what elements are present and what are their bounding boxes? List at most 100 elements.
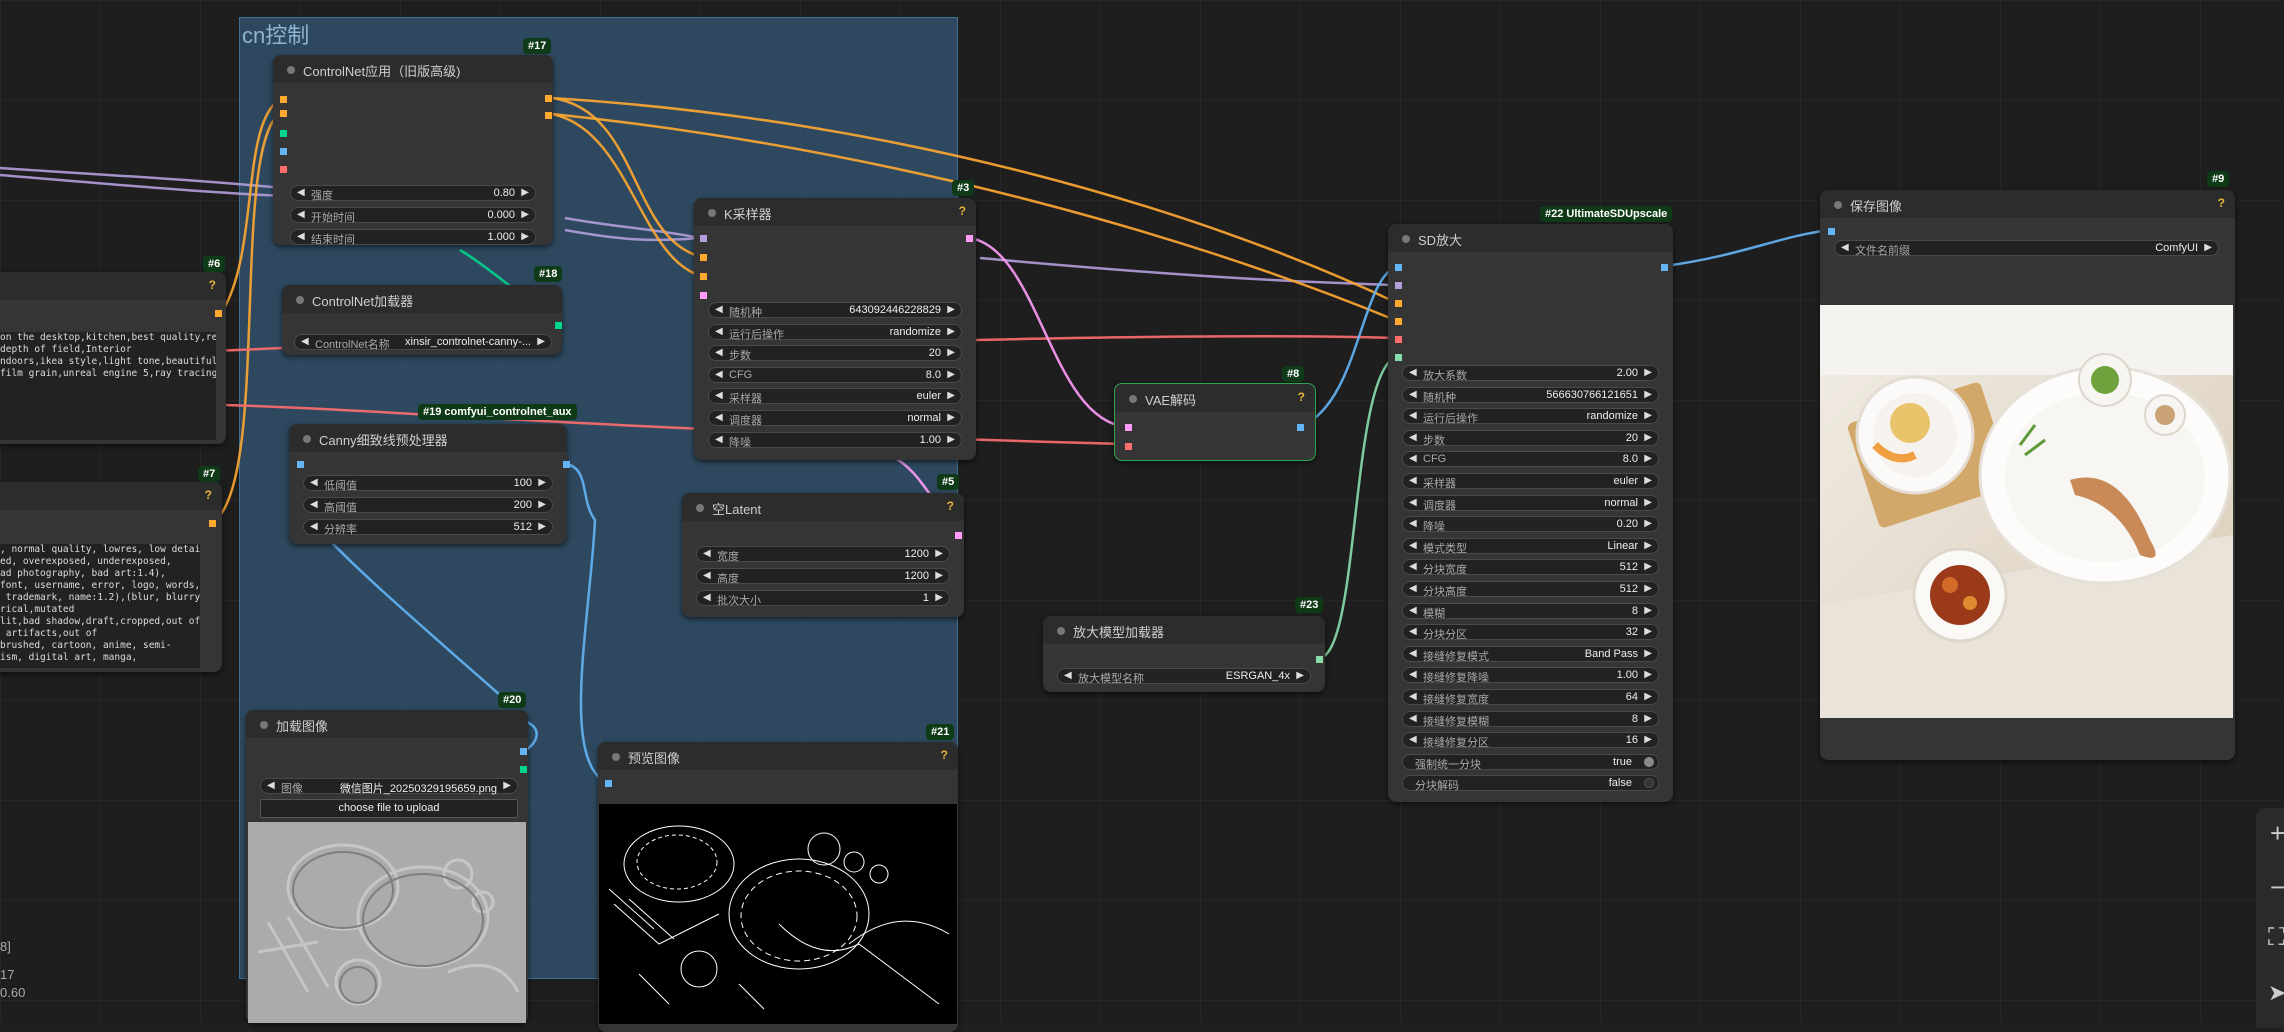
increment-arrow-icon[interactable]: ▶: [521, 187, 529, 198]
port-conditioning[interactable]: [700, 273, 707, 280]
decrement-arrow-icon[interactable]: ◀: [1409, 388, 1417, 400]
port-image[interactable]: [520, 748, 527, 755]
port-control-net[interactable]: [520, 766, 527, 773]
decrement-arrow-icon[interactable]: ◀: [310, 477, 318, 488]
port-control-net[interactable]: [555, 322, 562, 329]
node-vae-decode[interactable]: VAE解码?: [1114, 383, 1316, 461]
port-latent[interactable]: [955, 532, 962, 539]
increment-arrow-icon[interactable]: ▶: [1644, 431, 1652, 443]
decrement-arrow-icon[interactable]: ◀: [1409, 561, 1417, 573]
decrement-arrow-icon[interactable]: ◀: [1409, 539, 1417, 551]
decrement-arrow-icon[interactable]: ◀: [1409, 647, 1417, 659]
collapse-dot-icon[interactable]: [287, 66, 295, 74]
port-conditioning[interactable]: [545, 112, 552, 119]
decrement-arrow-icon[interactable]: ◀: [703, 548, 711, 559]
decrement-arrow-icon[interactable]: ◀: [1409, 691, 1417, 702]
choose-file-button[interactable]: choose file to upload: [260, 799, 518, 818]
port-upscale-model[interactable]: [1395, 354, 1402, 361]
decrement-arrow-icon[interactable]: ◀: [301, 336, 309, 347]
node-negative-prompt[interactable]: ? , normal quality, lowres, low details,…: [0, 482, 222, 672]
port-conditioning[interactable]: [700, 254, 707, 261]
port-image[interactable]: [563, 461, 570, 468]
increment-arrow-icon[interactable]: ▶: [935, 570, 943, 581]
prompt-textarea[interactable]: on the desktop,kitchen,best quality,real…: [0, 332, 216, 440]
port-conditioning[interactable]: [1395, 300, 1402, 307]
decrement-arrow-icon[interactable]: ◀: [1409, 712, 1417, 724]
collapse-dot-icon[interactable]: [303, 435, 311, 443]
node-positive-prompt[interactable]: ? on the desktop,kitchen,best quality,re…: [0, 272, 226, 444]
decrement-arrow-icon[interactable]: ◀: [1409, 734, 1417, 746]
increment-arrow-icon[interactable]: ▶: [1644, 475, 1652, 486]
decrement-arrow-icon[interactable]: ◀: [703, 570, 711, 581]
port-conditioning[interactable]: [280, 110, 287, 117]
help-icon[interactable]: ?: [208, 278, 216, 292]
increment-arrow-icon[interactable]: ▶: [521, 231, 529, 242]
decrement-arrow-icon[interactable]: ◀: [715, 325, 723, 337]
port-vae[interactable]: [280, 166, 287, 173]
collapse-dot-icon[interactable]: [708, 209, 716, 217]
widget-n20-0[interactable]: ◀图像微信图片_20250329195659.png▶: [260, 778, 518, 795]
collapse-dot-icon[interactable]: [696, 504, 704, 512]
fit-view-icon[interactable]: ⛶: [2268, 924, 2284, 951]
output-port-conditioning[interactable]: [209, 520, 216, 527]
increment-arrow-icon[interactable]: ▶: [947, 433, 955, 445]
increment-arrow-icon[interactable]: ▶: [1644, 734, 1652, 746]
port-model[interactable]: [700, 235, 707, 242]
port-model[interactable]: [1395, 282, 1402, 289]
node-load-image[interactable]: 加载图像 choose file to upload: [246, 710, 528, 1023]
increment-arrow-icon[interactable]: ▶: [947, 412, 955, 423]
decrement-arrow-icon[interactable]: ◀: [267, 780, 275, 791]
increment-arrow-icon[interactable]: ▶: [1644, 367, 1652, 378]
locate-icon[interactable]: ➤: [2268, 980, 2284, 1005]
port-image[interactable]: [1828, 228, 1835, 235]
decrement-arrow-icon[interactable]: ◀: [703, 592, 711, 603]
increment-arrow-icon[interactable]: ▶: [1644, 691, 1652, 702]
decrement-arrow-icon[interactable]: ◀: [1409, 669, 1417, 681]
decrement-arrow-icon[interactable]: ◀: [297, 231, 305, 242]
port-image[interactable]: [280, 148, 287, 155]
decrement-arrow-icon[interactable]: ◀: [310, 521, 318, 532]
increment-arrow-icon[interactable]: ▶: [538, 521, 546, 532]
increment-arrow-icon[interactable]: ▶: [1644, 669, 1652, 681]
help-icon[interactable]: ?: [940, 748, 948, 762]
collapse-dot-icon[interactable]: [1834, 201, 1842, 209]
decrement-arrow-icon[interactable]: ◀: [1409, 475, 1417, 486]
increment-arrow-icon[interactable]: ▶: [1644, 518, 1652, 530]
decrement-arrow-icon[interactable]: ◀: [1409, 518, 1417, 530]
decrement-arrow-icon[interactable]: ◀: [1409, 367, 1417, 378]
prompt-textarea[interactable]: , normal quality, lowres, low details,ed…: [0, 544, 200, 668]
decrement-arrow-icon[interactable]: ◀: [715, 390, 723, 402]
increment-arrow-icon[interactable]: ▶: [503, 780, 511, 791]
decrement-arrow-icon[interactable]: ◀: [1409, 583, 1417, 594]
increment-arrow-icon[interactable]: ▶: [1644, 647, 1652, 659]
output-port-conditioning[interactable]: [215, 310, 222, 317]
decrement-arrow-icon[interactable]: ◀: [1409, 626, 1417, 638]
zoom-in-icon[interactable]: +: [2270, 818, 2284, 848]
